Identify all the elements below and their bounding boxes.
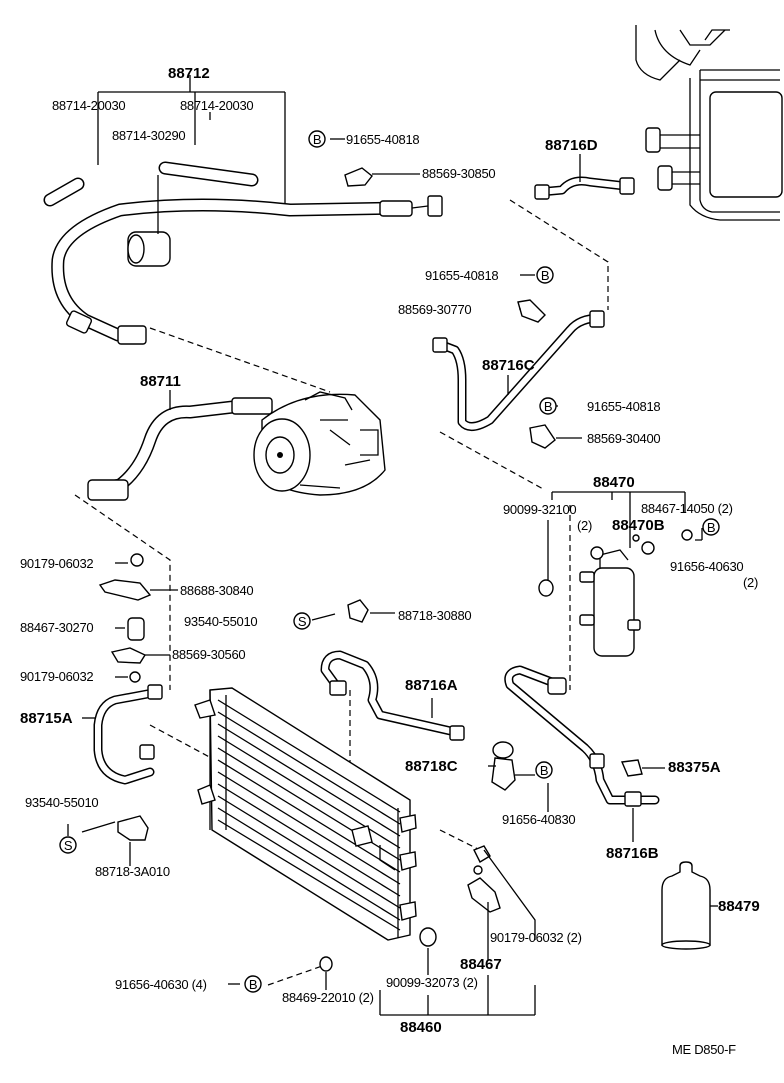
label-88569-c: 88569-30400	[587, 431, 660, 446]
bolt-marker: B	[535, 761, 553, 779]
small-brackets	[344, 167, 556, 449]
left-small-parts	[98, 553, 395, 683]
bolt-marker: B	[244, 975, 262, 993]
label-90099-a: 90099-32100	[503, 502, 576, 517]
label-88718-b: 88718-3A010	[95, 864, 170, 879]
label-90099-b: 90099-32073 (2)	[386, 975, 478, 990]
svg-text:B: B	[540, 763, 548, 778]
pipe-88715A	[82, 684, 163, 785]
label-91655-a: 91655-40818	[346, 132, 419, 147]
pipe-88716C	[432, 310, 605, 431]
discharge-hose	[87, 390, 273, 501]
label-91656-a: 91656-40630	[670, 559, 743, 574]
label-88469: 88469-22010 (2)	[282, 990, 374, 1005]
label-93540-a: 93540-55010	[184, 614, 257, 629]
evaporator-housing	[635, 25, 783, 221]
label-88479: 88479	[718, 898, 760, 915]
label-88715A: 88715A	[20, 710, 73, 727]
label-90179-b: 90179-06032	[20, 669, 93, 684]
label-88569-d: 88569-30560	[172, 647, 245, 662]
label-91656-c: 91656-40630 (4)	[115, 977, 207, 992]
suction-hose-assembly	[43, 91, 443, 345]
label-91655-b: 91655-40818	[425, 268, 498, 283]
label-88714-c: 88714-30290	[112, 128, 185, 143]
label-88712: 88712	[168, 65, 210, 82]
label-88569-a: 88569-30850	[422, 166, 495, 181]
bolt-marker: B	[539, 397, 557, 415]
label-88569-b: 88569-30770	[398, 302, 471, 317]
label-88714-b: 88714-20030	[180, 98, 253, 113]
receiver-drier	[538, 491, 703, 657]
label-88470B: 88470B	[612, 517, 665, 534]
svg-text:B: B	[707, 520, 715, 535]
svg-text:S: S	[64, 838, 73, 853]
compressor	[253, 391, 386, 496]
label-88467-c: 88467	[460, 956, 502, 973]
label-88716C: 88716C	[482, 357, 535, 374]
pipe-88716D	[534, 154, 635, 200]
pipe-88716B	[504, 665, 665, 842]
screw-marker: S	[293, 612, 311, 630]
label-90179-c: 90179-06032 (2)	[490, 930, 582, 945]
label-88716D: 88716D	[545, 137, 598, 154]
label-88711: 88711	[140, 373, 181, 390]
label-88716B: 88716B	[606, 845, 659, 862]
label-90179-a: 90179-06032	[20, 556, 93, 571]
label-88375A: 88375A	[668, 759, 721, 776]
condenser	[194, 687, 417, 941]
label-90099-a-qty: (2)	[577, 518, 592, 533]
label-93540-b: 93540-55010	[25, 795, 98, 810]
bolt-marker: B	[308, 130, 326, 148]
bolt-marker: B	[702, 518, 720, 536]
label-88470: 88470	[593, 474, 635, 491]
bolt-markers: B B B B B B S S	[59, 130, 720, 993]
label-88714-a: 88714-20030	[52, 98, 125, 113]
bolt-marker: B	[536, 266, 554, 284]
svg-text:B: B	[544, 399, 552, 414]
label-88718-a: 88718-30880	[398, 608, 471, 623]
label-88467-b: 88467-30270	[20, 620, 93, 635]
label-91656-b: 91656-40830	[502, 812, 575, 827]
oil-bottle	[661, 861, 718, 950]
label-91656-a-qty: (2)	[743, 575, 758, 590]
label-88716A: 88716A	[405, 677, 458, 694]
bottom-hardware	[228, 845, 536, 1016]
label-91655-c: 91655-40818	[587, 399, 660, 414]
bracket-88718C	[488, 741, 549, 812]
dashed-guides	[74, 199, 609, 986]
label-88460: 88460	[400, 1019, 442, 1036]
svg-text:B: B	[249, 977, 257, 992]
label-88688: 88688-30840	[180, 583, 253, 598]
label-88467-a: 88467-14050 (2)	[641, 501, 733, 516]
bracket-88718-3A010	[67, 815, 149, 866]
pipe-88716A	[320, 650, 465, 741]
diagram-code: ME D850-F	[672, 1042, 736, 1057]
label-88718C: 88718C	[405, 758, 458, 775]
svg-text:B: B	[541, 268, 549, 283]
svg-text:B: B	[313, 132, 321, 147]
screw-marker: S	[59, 836, 77, 854]
svg-text:S: S	[298, 614, 307, 629]
part-labels: 88712 88714-20030 88714-20030 88714-3029…	[20, 65, 760, 1057]
